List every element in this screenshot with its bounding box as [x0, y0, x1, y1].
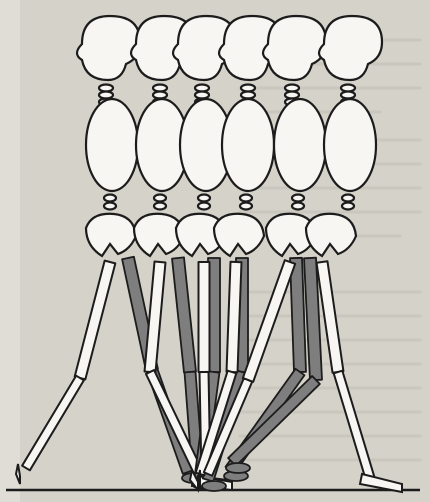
lumbar-vertebra-4: [240, 195, 252, 202]
lumbar-vertebra-6: [342, 203, 354, 210]
lumbar-vertebra-2: [154, 203, 166, 210]
lumbar-vertebra-6: [342, 195, 354, 202]
lumbar-vertebra-3: [198, 203, 210, 210]
far-foot-6: [226, 463, 250, 473]
near-thigh-3: [199, 262, 210, 372]
torso-6: [324, 99, 376, 191]
torso-4: [222, 99, 274, 191]
lumbar-vertebra-2: [154, 195, 166, 202]
lumbar-vertebra-5: [292, 203, 304, 210]
lumbar-vertebra-4: [240, 203, 252, 210]
far-foot-4: [202, 481, 226, 491]
torso-5: [274, 99, 326, 191]
lumbar-vertebra-3: [198, 195, 210, 202]
lumbar-vertebra-1: [104, 195, 116, 202]
lumbar-vertebra-5: [292, 195, 304, 202]
lumbar-vertebra-1: [104, 203, 116, 210]
torso-1: [86, 99, 138, 191]
